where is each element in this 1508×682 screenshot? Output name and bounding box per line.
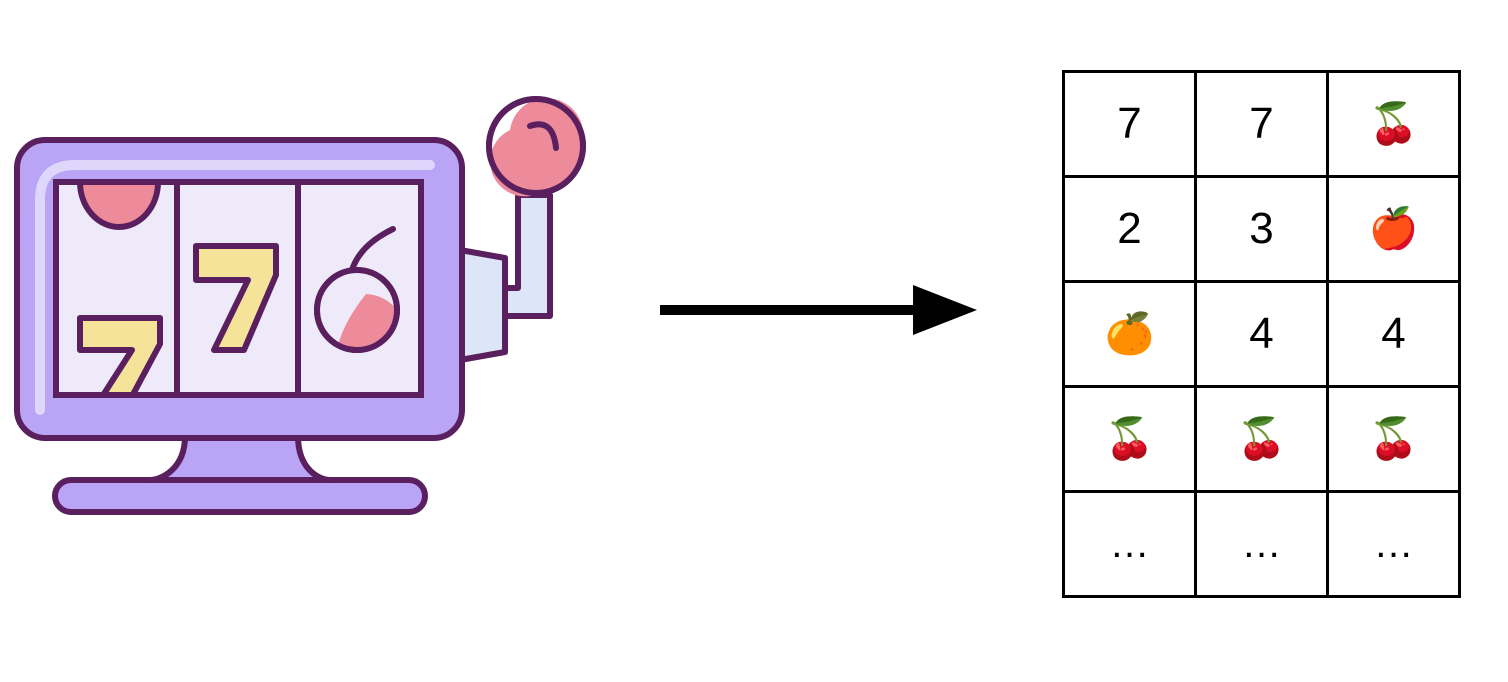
- table-cell: 🍒: [1326, 385, 1461, 493]
- arrow-head: [913, 285, 977, 335]
- table-row: … … …: [1062, 490, 1461, 598]
- table-cell: 🍒: [1062, 385, 1197, 493]
- table-cell: …: [1062, 490, 1197, 598]
- table-cell: …: [1194, 490, 1329, 598]
- table-cell: 7: [1062, 70, 1197, 178]
- table-cell: 4: [1326, 280, 1461, 388]
- table-cell: 🍊: [1062, 280, 1197, 388]
- table-row: 2 3 🍎: [1062, 175, 1461, 283]
- table-cell: 🍒: [1326, 70, 1461, 178]
- reel-2-seven: [193, 243, 279, 353]
- lever-arm: [502, 192, 553, 319]
- lever-mount: [457, 247, 508, 363]
- table-cell: …: [1326, 490, 1461, 598]
- slot-machine-illustration: [14, 96, 586, 515]
- table-cell: 3: [1194, 175, 1329, 283]
- table-row: 7 7 🍒: [1062, 70, 1461, 178]
- table-row: 🍒 🍒 🍒: [1062, 385, 1461, 493]
- arrow-right: [660, 285, 977, 335]
- table-row: 🍊 4 4: [1062, 280, 1461, 388]
- lever-knob-highlight: [490, 98, 584, 197]
- results-table: 7 7 🍒 2 3 🍎 🍊 4 4 🍒 🍒 🍒 … … …: [1062, 70, 1461, 598]
- reel-3-cherry-stem: [349, 226, 396, 273]
- table-cell: 4: [1194, 280, 1329, 388]
- stand-neck: [147, 433, 333, 483]
- table-cell: 7: [1194, 70, 1329, 178]
- reel-1-symbol-top: [77, 182, 161, 230]
- table-cell: 2: [1062, 175, 1197, 283]
- reel-1-seven: [77, 315, 163, 395]
- table-cell: 🍒: [1194, 385, 1329, 493]
- stand-base: [52, 477, 428, 515]
- table-cell: 🍎: [1326, 175, 1461, 283]
